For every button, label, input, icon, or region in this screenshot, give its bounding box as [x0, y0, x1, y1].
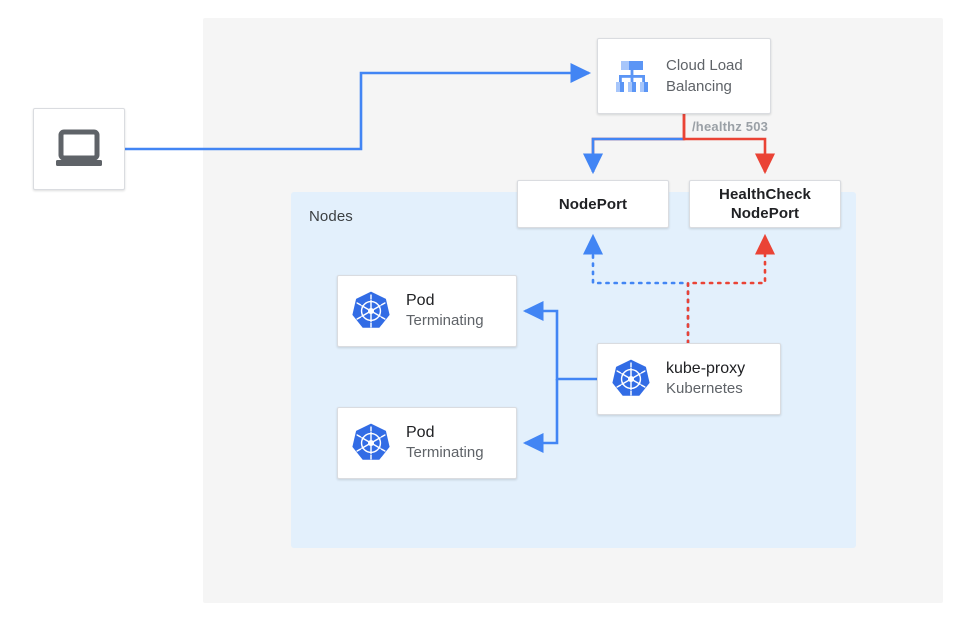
kubernetes-icon — [350, 422, 392, 464]
edge-loadbalancer-to-nodeport — [582, 114, 686, 175]
cloud-load-balancing-icon — [610, 54, 654, 98]
edge-loadbalancer-to-healthcheck-nodeport — [682, 114, 776, 175]
pod-node-1-texts: Pod Terminating — [406, 291, 484, 331]
healthcheck-nodeport-label: HealthCheck NodePort — [719, 186, 811, 222]
cloud-load-balancing-label: Cloud Load Balancing — [666, 57, 743, 95]
pod-node-2-title: Pod — [406, 424, 435, 441]
edge-kubeproxy-to-healthcheck-nodeport-dotted — [686, 233, 776, 345]
edge-kubeproxy-to-nodeport-dotted — [582, 233, 690, 345]
pod-node-1-status: Terminating — [406, 312, 484, 329]
pod-node-2[interactable]: Pod Terminating — [337, 407, 517, 479]
edge-client-to-loadbalancer — [125, 62, 592, 151]
kubernetes-icon — [350, 290, 392, 332]
nodes-panel-label: Nodes — [309, 208, 353, 225]
pod-node-2-texts: Pod Terminating — [406, 423, 484, 463]
healthz-503-label: /healthz 503 — [692, 119, 769, 134]
pod-node-2-status: Terminating — [406, 444, 484, 461]
nodeport-node[interactable]: NodePort — [517, 180, 669, 228]
laptop-icon — [53, 129, 105, 169]
kube-proxy-title: kube-proxy — [666, 360, 746, 377]
client-node[interactable] — [33, 108, 125, 190]
pod-node-1[interactable]: Pod Terminating — [337, 275, 517, 347]
pod-node-1-title: Pod — [406, 292, 435, 309]
cloud-load-balancing-node[interactable]: Cloud Load Balancing — [597, 38, 771, 114]
nodeport-label: NodePort — [558, 195, 628, 213]
kube-proxy-texts: kube-proxy Kubernetes — [666, 359, 745, 399]
edge-kubeproxy-to-pods — [522, 300, 597, 454]
kube-proxy-subtitle: Kubernetes — [666, 380, 743, 397]
kubernetes-icon — [610, 358, 652, 400]
kube-proxy-node[interactable]: kube-proxy Kubernetes — [597, 343, 781, 415]
healthcheck-nodeport-node[interactable]: HealthCheck NodePort — [689, 180, 841, 228]
